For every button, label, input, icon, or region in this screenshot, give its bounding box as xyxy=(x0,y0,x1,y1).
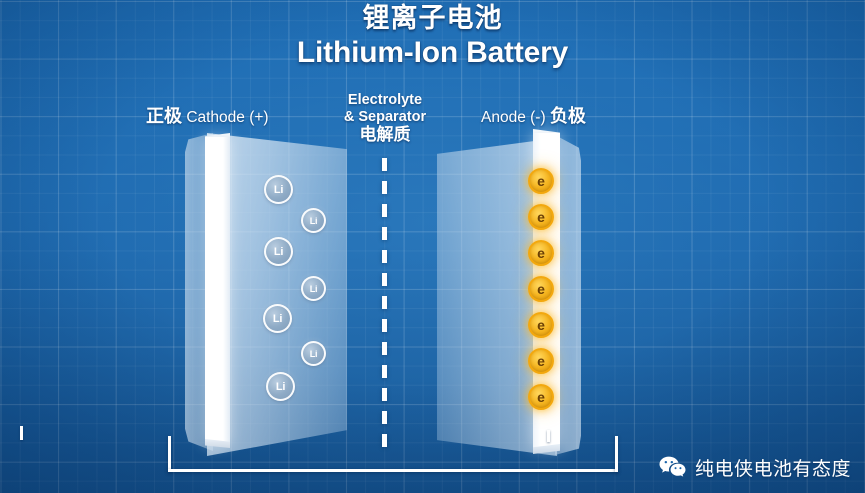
circuit-left-segment xyxy=(168,436,171,472)
lithium-ion: Li xyxy=(264,237,293,266)
anode-electrode xyxy=(437,129,592,458)
cathode-current-collector xyxy=(205,137,230,445)
wechat-icon xyxy=(659,456,686,479)
lithium-ion: Li xyxy=(301,276,326,301)
title-english: Lithium-Ion Battery xyxy=(296,36,569,69)
lithium-ion: Li xyxy=(301,208,326,233)
circuit-right-segment xyxy=(615,436,618,472)
label-cathode-chinese: 正极 xyxy=(146,106,182,126)
label-cathode-english: Cathode (+) xyxy=(186,109,269,126)
label-electrolyte-line2: & Separator xyxy=(343,108,427,125)
electron: e xyxy=(528,240,554,266)
lithium-ion: Li xyxy=(264,175,293,204)
external-circuit-wire xyxy=(168,436,618,482)
electron: e xyxy=(528,276,554,302)
electron: e xyxy=(528,204,554,230)
label-electrolyte-line1: Electrolyte xyxy=(347,92,423,108)
electron: e xyxy=(528,384,554,410)
anode-collector-bottom-face xyxy=(533,444,560,454)
electron: e xyxy=(528,168,554,194)
label-cathode: 正极 Cathode (+) xyxy=(146,102,269,128)
label-anode: Anode (-) 负极 xyxy=(481,102,586,128)
lithium-ion: Li xyxy=(301,341,326,366)
label-anode-english: Anode (-) xyxy=(481,109,546,126)
label-electrolyte-chinese: 电解质 xyxy=(359,125,411,144)
cathode-lead-wire xyxy=(20,426,23,440)
circuit-bottom-segment xyxy=(168,469,618,472)
watermark-text: 纯电侠电池有态度 xyxy=(694,459,851,480)
lithium-ion: Li xyxy=(266,372,295,401)
electron: e xyxy=(528,348,554,374)
title-block: 锂离子电池 Lithium-Ion Battery xyxy=(0,2,865,71)
electron: e xyxy=(528,312,554,338)
title-chinese: 锂离子电池 xyxy=(362,3,503,33)
anode-lead-wire xyxy=(547,430,550,442)
watermark: 纯电侠电池有态度 xyxy=(659,454,851,481)
cathode-collector-bottom-face xyxy=(205,439,230,448)
label-anode-chinese: 负极 xyxy=(549,106,586,126)
label-electrolyte: Electrolyte & Separator 电解质 xyxy=(332,92,438,144)
separator-dashed-line xyxy=(382,158,387,450)
lithium-ion: Li xyxy=(263,304,292,333)
